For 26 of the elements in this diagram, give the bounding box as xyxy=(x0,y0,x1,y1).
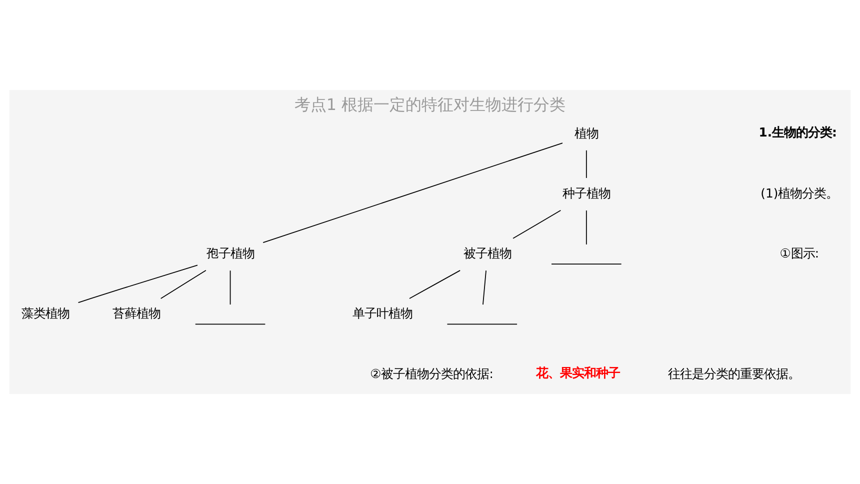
connector xyxy=(482,270,486,305)
node-text: 单子叶植物 xyxy=(352,306,412,321)
connector xyxy=(586,150,587,178)
node-line xyxy=(446,324,518,325)
node-text: 孢子植物 xyxy=(206,246,254,261)
label: 花、果实和种子 xyxy=(536,366,620,380)
node-text: 植物 xyxy=(574,126,598,140)
connector xyxy=(512,210,562,239)
node-line xyxy=(551,264,622,265)
connector xyxy=(262,142,563,243)
label: 1.生物的分类: xyxy=(758,126,837,140)
label: ①图示: xyxy=(780,246,820,261)
connector xyxy=(586,210,587,245)
connector xyxy=(230,270,231,305)
node-text: 苔藓植物 xyxy=(112,306,161,321)
connector xyxy=(78,264,198,304)
label: 往往是分类的重要依据。 xyxy=(668,366,800,381)
connector xyxy=(160,270,206,299)
label: ②被子植物分类的依据: xyxy=(370,366,494,381)
node-text: 藻类植物 xyxy=(22,306,70,321)
node-text: 被子植物 xyxy=(463,246,512,261)
node-text: 种子植物 xyxy=(562,186,610,201)
diagram-title: 考点1 根据一定的特征对生物进行分类 xyxy=(294,94,566,114)
connector xyxy=(409,270,461,299)
label: (1)植物分类。 xyxy=(760,186,838,201)
node-line xyxy=(194,324,266,325)
